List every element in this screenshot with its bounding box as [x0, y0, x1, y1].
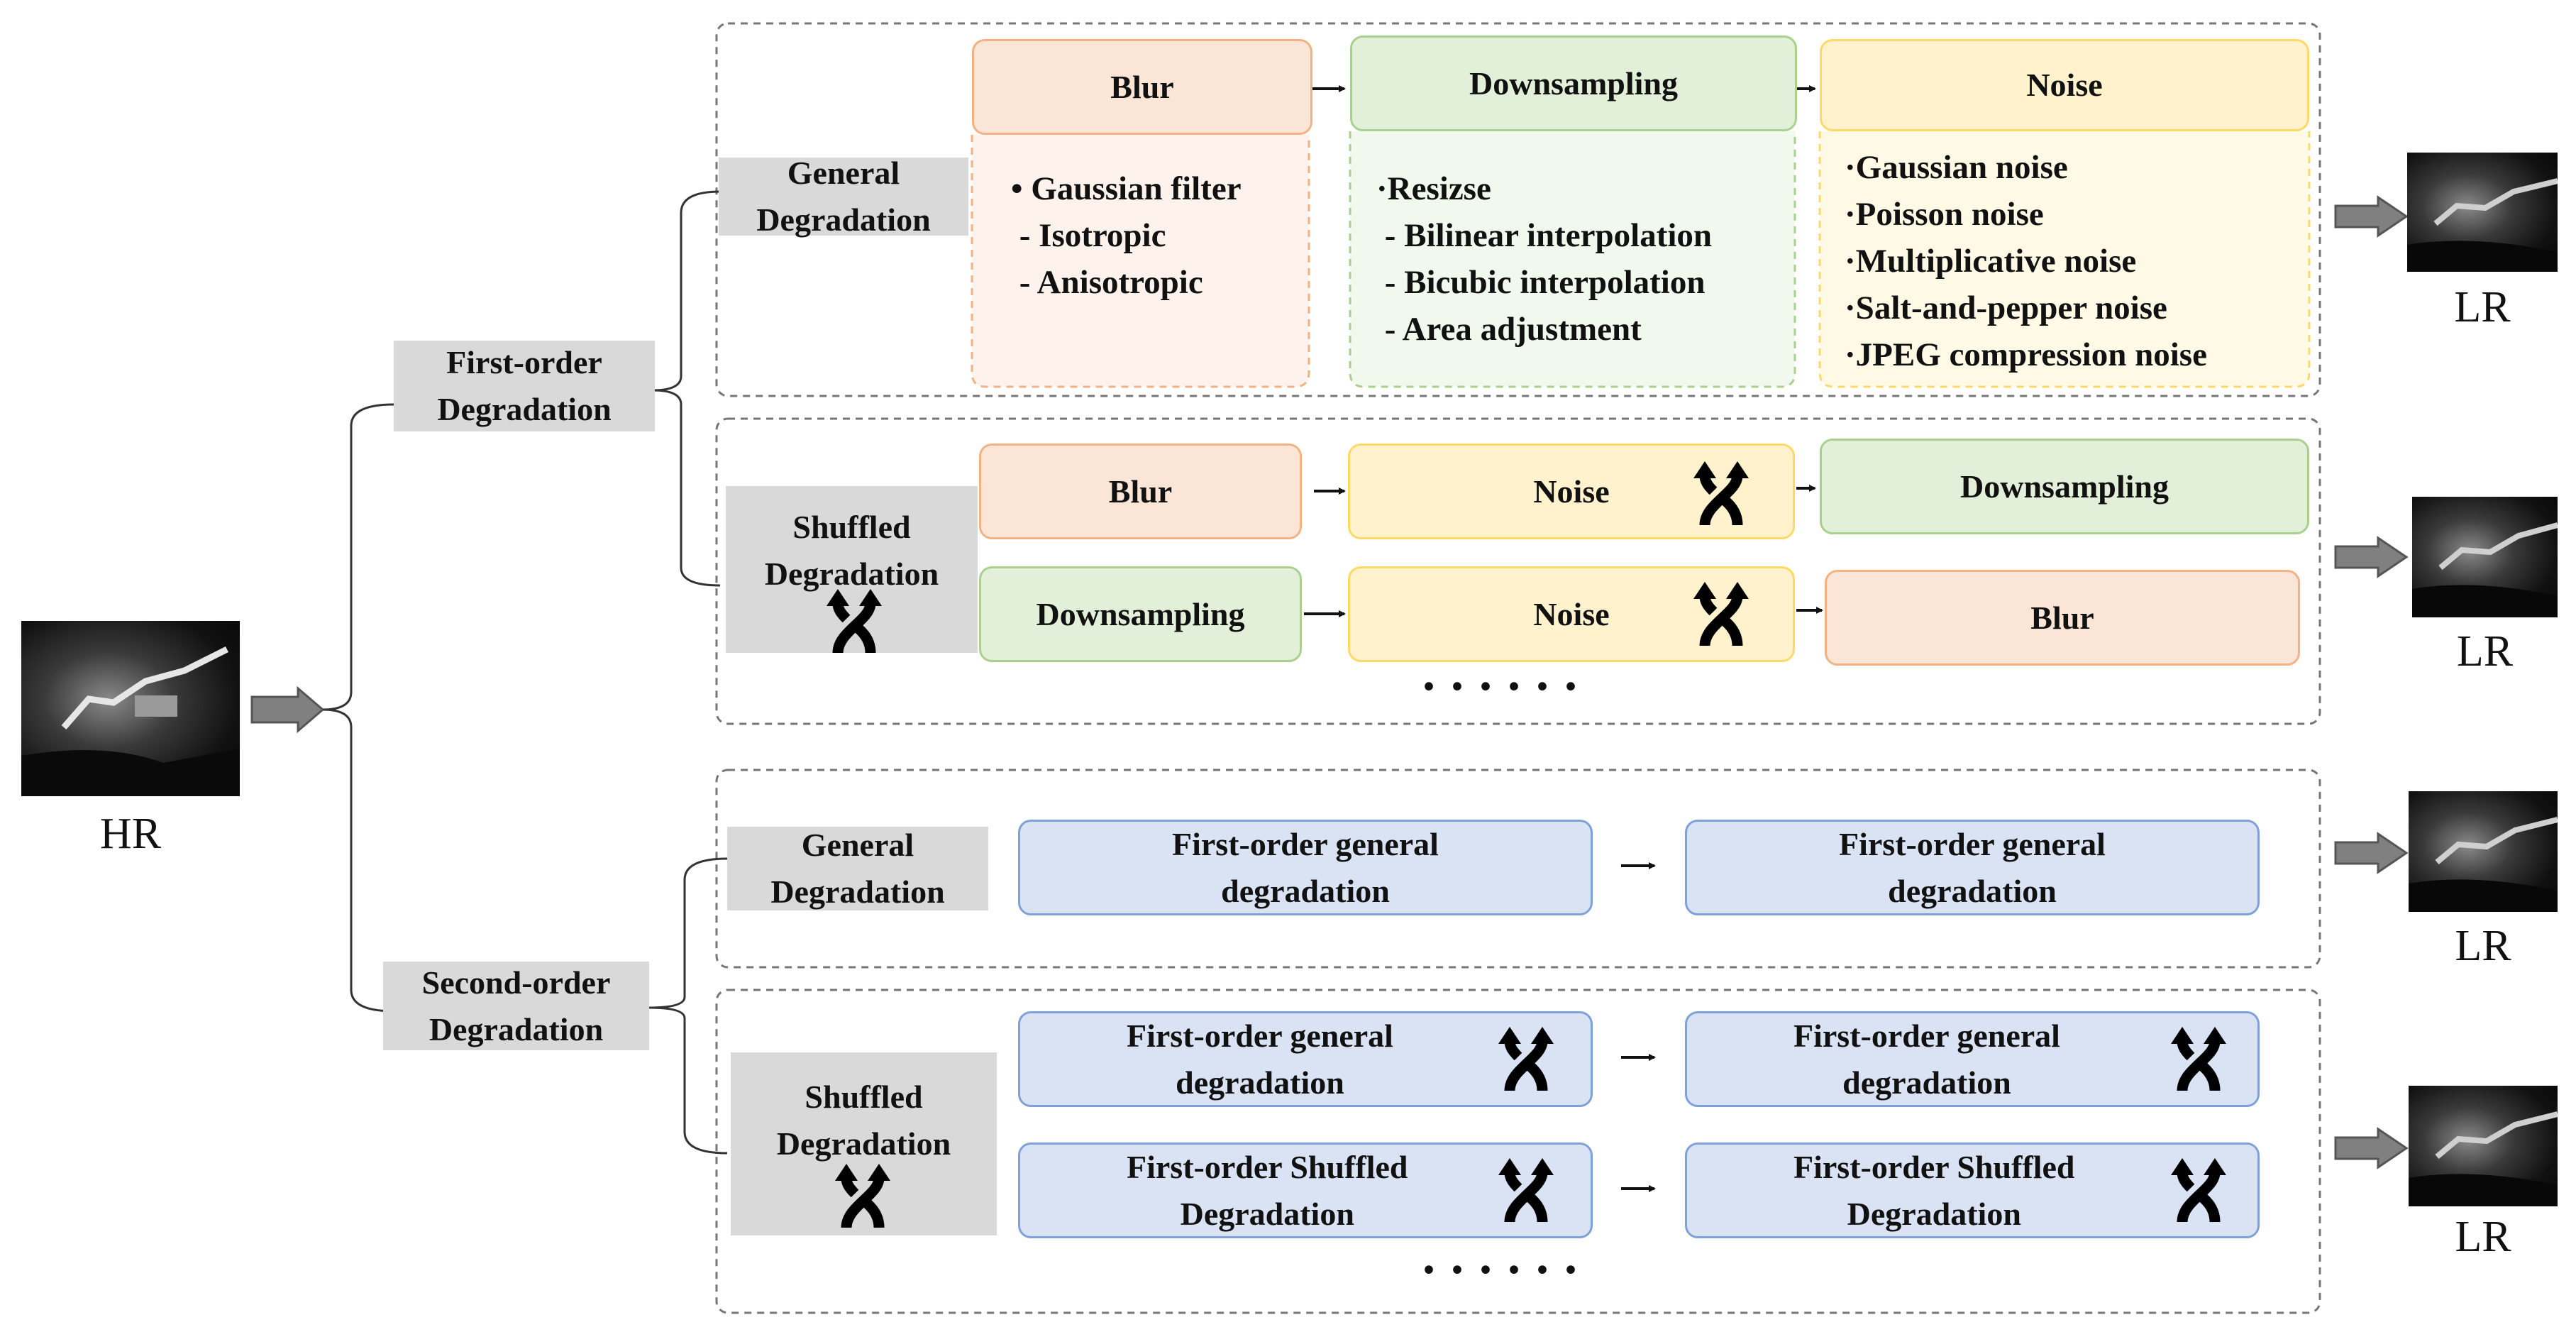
hr-arrow-icon: [250, 685, 325, 734]
second-shuffled-text-1-1: First-order general degradation: [1127, 1017, 1393, 1101]
hr-image: [21, 621, 240, 796]
brace-icon: [652, 190, 721, 587]
lr-label: LR: [2454, 283, 2511, 331]
shuffle-icon: [827, 589, 882, 654]
shuffle-icon: [2171, 1158, 2226, 1223]
lr-arrow-icon: [2334, 536, 2409, 578]
first-shuffled-title: Shuffled Degradation: [764, 509, 939, 592]
noise-detail-list: ·Gaussian noise ·Poisson noise ·Multipli…: [1845, 149, 2207, 373]
shuffled-step-1-1: Blur: [979, 444, 1302, 539]
lr-arrow-icon: [2334, 832, 2409, 874]
lr-label: LR: [2455, 922, 2511, 970]
group-first-shuffled: [715, 417, 2321, 725]
shuffled-step-1-3: Downsampling: [1820, 439, 2309, 534]
lr-image-art: [2407, 178, 2558, 272]
downsampling-step: Downsampling: [1350, 35, 1797, 131]
brace-icon: [648, 857, 728, 1155]
second-shuffled-text-1-2: First-order general degradation: [1793, 1017, 2060, 1101]
noise-step: Noise: [1820, 39, 2309, 131]
shuffle-icon: [1498, 1158, 1554, 1223]
group-second-general: [715, 769, 2321, 969]
lr-arrow-icon: [2334, 195, 2409, 238]
blur-detail-panel: [971, 135, 1310, 388]
first-shuffled-label: Shuffled Degradation: [726, 486, 978, 653]
second-shuffled-step-2-1: First-order Shuffled Degradation: [1018, 1142, 1593, 1238]
second-shuffled-step-1-1: First-order general degradation: [1018, 1011, 1593, 1107]
lr-label: LR: [2455, 1213, 2511, 1261]
lr-image: [2407, 153, 2558, 272]
second-general-step-2: First-order general degradation: [1685, 820, 2260, 915]
shuffled-step-1-2: Noise: [1348, 444, 1795, 539]
lr-image: [2409, 791, 2558, 912]
shuffle-icon: [1693, 582, 1749, 646]
second-shuffled-ellipsis: ......: [1422, 1228, 1593, 1284]
lr-image: [2409, 1086, 2558, 1206]
second-general-step-1: First-order general degradation: [1018, 820, 1593, 915]
lr-label: LR: [2456, 627, 2514, 676]
brace-icon: [322, 403, 394, 1013]
second-shuffled-title: Shuffled Degradation: [776, 1079, 951, 1162]
shuffled-step-2-3: Blur: [1825, 570, 2300, 666]
lr-arrow-icon: [2334, 1127, 2409, 1169]
blur-step: Blur: [972, 39, 1312, 135]
lr-image-art: [2409, 1111, 2558, 1206]
second-general-label: General Degradation: [727, 827, 988, 910]
blur-detail-list: • Gaussian filter - Isotropic - Anisotro…: [1011, 170, 1242, 301]
downsampling-detail-list: ·Resizse - Bilinear interpolation - Bicu…: [1376, 170, 1713, 348]
second-order-label: Second-order Degradation: [383, 962, 649, 1050]
noise-detail-panel: [1818, 131, 2311, 388]
first-order-label: First-order Degradation: [394, 341, 655, 431]
lr-image-art: [2409, 817, 2558, 912]
hr-image-art: [21, 646, 240, 796]
lr-image: [2412, 497, 2558, 617]
shuffle-icon: [835, 1164, 890, 1228]
second-shuffled-step-1-2: First-order general degradation: [1685, 1011, 2260, 1107]
second-shuffled-step-2-2: First-order Shuffled Degradation: [1685, 1142, 2260, 1238]
shuffle-icon: [1498, 1027, 1554, 1091]
first-shuffled-ellipsis: ......: [1422, 644, 1593, 701]
lr-image-art: [2412, 522, 2558, 617]
shuffle-icon: [2171, 1027, 2226, 1091]
second-shuffled-text-2-1: First-order Shuffled Degradation: [1127, 1148, 1408, 1232]
hr-label: HR: [99, 810, 162, 858]
downsampling-detail-panel: [1349, 131, 1796, 388]
shuffle-icon: [1693, 461, 1749, 526]
second-shuffled-text-2-2: First-order Shuffled Degradation: [1793, 1148, 2075, 1232]
shuffled-step-2-1: Downsampling: [979, 566, 1302, 662]
first-general-label: General Degradation: [719, 155, 968, 238]
